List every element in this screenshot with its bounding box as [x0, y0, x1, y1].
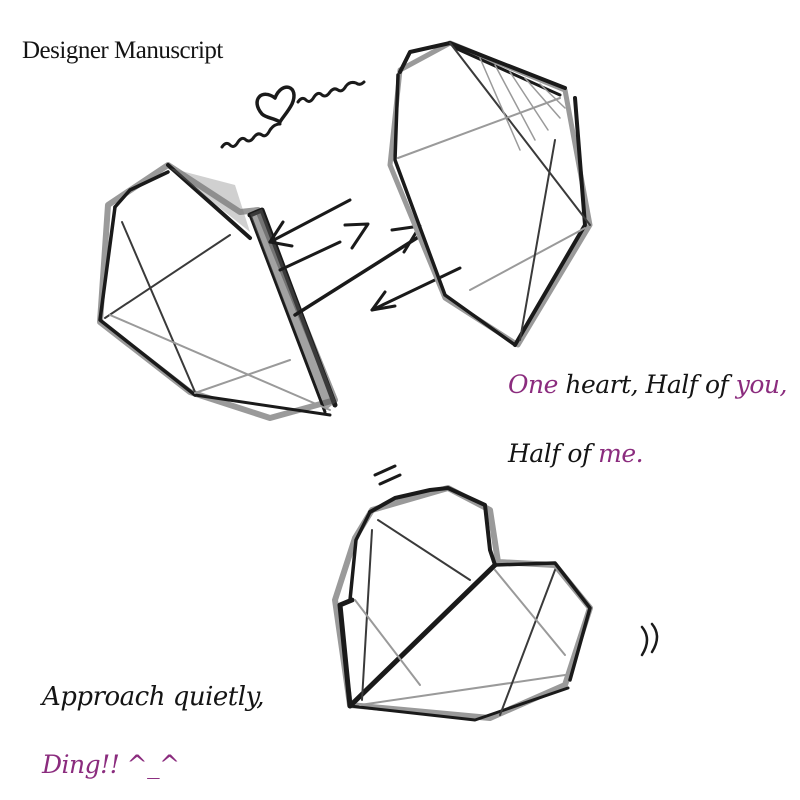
squiggle-heart-doodle — [220, 80, 366, 149]
caption-plain-text: Half of — [508, 439, 599, 468]
caption-accent-me: me. — [598, 439, 644, 468]
caption-top-line-2: Half of me. — [508, 439, 644, 468]
page-title: Designer Manuscript — [22, 37, 223, 64]
caption-plain-text: heart, Half of — [557, 370, 736, 399]
right-half-heart-sketch — [387, 40, 593, 348]
caption-bottom-line-2: Ding!! ^_^ — [42, 750, 180, 779]
joined-heart-sketch — [332, 485, 593, 722]
motion-marks — [373, 464, 659, 657]
left-half-heart-sketch — [97, 162, 338, 421]
caption-accent-one: One — [508, 370, 558, 399]
caption-accent-you: you, — [735, 370, 788, 399]
caption-bottom-line-1: Approach quietly, — [42, 682, 265, 712]
arrows-between-halves — [268, 198, 462, 317]
caption-top-line-1: One heart, Half of you, — [508, 372, 787, 397]
